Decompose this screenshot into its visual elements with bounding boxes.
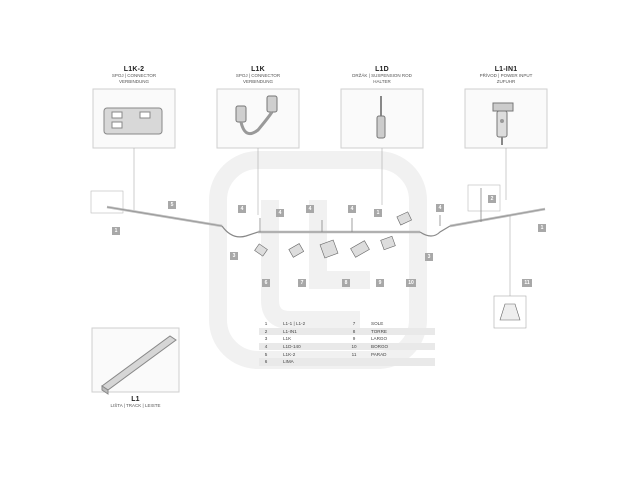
product-desc-line: ZUFUHR bbox=[496, 78, 516, 84]
legend-number: 10 bbox=[351, 344, 357, 350]
product-l1k: L1K SPOJ | CONNECTOR VERBINDUNG bbox=[217, 66, 299, 84]
legend-label: BORGO bbox=[371, 344, 389, 350]
legend-label: SOLE bbox=[371, 321, 384, 327]
callout-tag: 4 bbox=[276, 209, 284, 217]
legend-label: L1K bbox=[283, 336, 292, 342]
legend-number: 3 bbox=[264, 336, 268, 342]
product-code: L1 bbox=[131, 396, 140, 403]
legend-label: L1K-2 bbox=[283, 351, 296, 357]
legend-number: 1 bbox=[264, 321, 268, 327]
legend-label: TORRE bbox=[371, 328, 387, 334]
product-desc-line: HALTER bbox=[373, 78, 391, 84]
suspension-rod-image bbox=[376, 96, 386, 139]
callout-tag: 2 bbox=[488, 195, 496, 203]
legend-number: 5 bbox=[264, 351, 268, 357]
product-desc-line: VERBINDUNG bbox=[118, 78, 149, 84]
product-desc-line: VERBINDUNG bbox=[242, 78, 273, 84]
legend-row: 3 L1K 9 LARGO bbox=[259, 335, 435, 343]
callout-tag: 1 bbox=[112, 227, 120, 235]
legend-number: 8 bbox=[352, 328, 356, 334]
product-code: L1-IN1 bbox=[494, 66, 518, 73]
legend-label: PARAD bbox=[371, 351, 387, 357]
product-code: L1K bbox=[251, 66, 265, 73]
legend-label: L1-1 | L1-2 bbox=[283, 321, 306, 327]
product-desc-line: SPOJ | CONNECTOR bbox=[235, 73, 281, 78]
callout-tag: 5 bbox=[168, 201, 176, 209]
legend-number: 2 bbox=[264, 328, 268, 334]
callout-tag: 3 bbox=[230, 252, 238, 260]
legend-label: L1D-140 bbox=[283, 344, 301, 350]
product-code: L1D bbox=[375, 66, 389, 73]
legend-row: 2 L1-IN1 8 TORRE bbox=[259, 327, 435, 336]
product-l1-track: L1 LIŠTA | TRACK | LEISTE bbox=[92, 396, 179, 409]
product-desc-line: LIŠTA | TRACK | LEISTE bbox=[110, 403, 161, 408]
callout-tag: 1 bbox=[538, 224, 546, 232]
callout-tag: 9 bbox=[376, 279, 384, 287]
track-profile-image bbox=[101, 335, 177, 395]
product-desc-line: DRŽÁK | SUSPENSION ROD bbox=[352, 73, 412, 78]
callout-tag: 4 bbox=[306, 205, 314, 213]
callout-tag: 1 bbox=[374, 209, 382, 217]
product-l1k2: L1K-2 SPOJ | CONNECTOR VERBINDUNG bbox=[93, 66, 175, 84]
callout-tag: 4 bbox=[436, 204, 444, 212]
product-code: L1K-2 bbox=[123, 66, 145, 73]
legend-table: 1 L1-1 | L1-2 7 SOLE 2 L1-IN1 8 TORRE 3 L1K 9… bbox=[259, 320, 435, 366]
callout-tag: 6 bbox=[262, 279, 270, 287]
legend-label: LARGO bbox=[371, 336, 388, 342]
legend-row: 6 LIMA bbox=[259, 357, 435, 366]
callout-tag: 10 bbox=[406, 279, 416, 287]
product-desc-line: PŘÍVOD | POWER INPUT bbox=[479, 73, 533, 78]
product-desc-line: SPOJ | CONNECTOR bbox=[111, 73, 157, 78]
spotlights bbox=[254, 211, 412, 259]
callout-tag: 7 bbox=[298, 279, 306, 287]
callout-tag: 11 bbox=[522, 279, 532, 287]
power-input-image bbox=[492, 102, 514, 145]
pendant-lamp bbox=[493, 295, 527, 329]
legend-number: 7 bbox=[352, 321, 356, 327]
legend-number: 11 bbox=[351, 351, 357, 357]
callout-tag: 3 bbox=[425, 253, 433, 261]
track-line bbox=[106, 205, 546, 238]
legend-row: 1 L1-1 | L1-2 7 SOLE bbox=[259, 320, 435, 328]
legend-label: LIMA bbox=[283, 359, 294, 365]
callout-tag: 4 bbox=[238, 205, 246, 213]
legend-number: 9 bbox=[352, 336, 356, 342]
legend-label: L1-IN1 bbox=[283, 328, 297, 334]
legend-number: 4 bbox=[264, 344, 268, 350]
connector-l1k2-image bbox=[103, 107, 163, 135]
track-l1-box bbox=[91, 327, 180, 393]
legend-row: 5 L1K-2 11 PARAD bbox=[259, 350, 435, 358]
connector-l1k-box bbox=[216, 88, 300, 149]
legend-row: 4 L1D-140 10 BORGO bbox=[259, 342, 435, 351]
product-l1in1: L1-IN1 PŘÍVOD | POWER INPUT ZUFUHR bbox=[465, 66, 547, 84]
callout-tag: 8 bbox=[342, 279, 350, 287]
connector-l1k-image bbox=[235, 95, 278, 136]
callout-tag: 4 bbox=[348, 205, 356, 213]
product-l1d: L1D DRŽÁK | SUSPENSION ROD HALTER bbox=[341, 66, 423, 84]
legend-number: 6 bbox=[264, 359, 268, 365]
